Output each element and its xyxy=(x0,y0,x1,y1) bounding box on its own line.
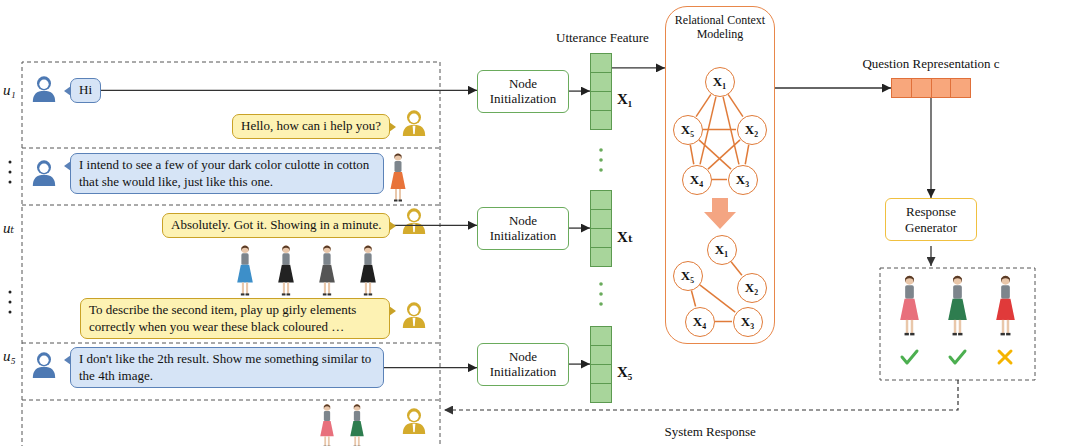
dialogue-panel xyxy=(22,62,440,446)
node-text: X₅ xyxy=(617,364,632,381)
vector-cell xyxy=(590,53,612,73)
vector-cell xyxy=(590,72,612,92)
graph-node-circle: X₅ xyxy=(673,261,703,291)
graph-edge xyxy=(728,94,743,116)
node-initialization-box: Node Initialization xyxy=(477,343,569,386)
node-text: X₃ xyxy=(736,172,749,188)
flow-arrow xyxy=(569,90,590,91)
node-text: Node Initialization xyxy=(481,349,565,380)
ellipsis-dots xyxy=(9,161,12,314)
node-text: Xₜ xyxy=(617,228,633,246)
utterance-index: u₁ xyxy=(3,82,16,99)
result-images xyxy=(900,276,1015,336)
vector-cell xyxy=(950,78,971,98)
node-text: X₂ xyxy=(745,280,758,296)
user-utterance-bubble: I intend to see a few of your dark color… xyxy=(70,153,384,194)
relational-context-modeling-box: Relational Context ModelingX₁ X₂ X₃ X₄ X₅ X₁ X… xyxy=(665,6,775,344)
vector-cell xyxy=(590,91,612,111)
node-text: X₁ xyxy=(713,74,726,90)
utterance-feature-vector: X₅ xyxy=(590,326,612,403)
vector-cell xyxy=(590,190,612,210)
node-text: Response Generator xyxy=(890,204,972,235)
system-utterance-bubble: Hello, how can i help you? xyxy=(232,114,390,139)
system-utterance-bubble: To describe the second item, play up gir… xyxy=(80,298,390,339)
user-utterance-bubble: Hi xyxy=(70,78,101,103)
graph-edge xyxy=(691,290,695,306)
node-text: Question Representation c xyxy=(862,56,999,72)
avatars xyxy=(33,76,425,434)
system-utterance-bubble: Absolutely. Got it. Showing in a minute. xyxy=(162,213,390,238)
node-initialization-box: Node Initialization xyxy=(477,207,569,250)
caption-label: Utterance Feature xyxy=(556,30,649,46)
graph-edge xyxy=(696,94,711,116)
utterance-index: uₜ xyxy=(3,219,14,237)
node-text: X₅ xyxy=(681,122,694,138)
transform-arrow xyxy=(704,198,736,229)
node-text: Relational Context Modeling xyxy=(670,13,770,42)
node-text: I don't like the 2th result. Show me som… xyxy=(79,351,375,384)
node-text: Hello, how can i help you? xyxy=(241,118,381,135)
graph-edge xyxy=(731,262,742,276)
node-text: Node Initialization xyxy=(481,213,565,244)
vector-cell xyxy=(891,78,912,98)
graph-edge xyxy=(708,140,740,169)
graph-node-circle: X₂ xyxy=(737,115,767,145)
graph-edge xyxy=(715,321,732,323)
node-text: Hi xyxy=(79,82,92,99)
graph-node-circle: X₁ xyxy=(707,235,737,265)
node-text: X₁ xyxy=(617,91,632,108)
vector-cell xyxy=(590,110,612,130)
utterance-index: u₅ xyxy=(3,348,16,365)
vector-cell xyxy=(590,364,612,384)
graph-node-circle: X₄ xyxy=(685,307,715,337)
result-box xyxy=(880,268,1035,380)
vector-cell xyxy=(590,345,612,365)
node-text: X₃ xyxy=(741,314,754,330)
vector-cell xyxy=(590,326,612,346)
utterance-feature-vector: X₁ xyxy=(590,53,612,130)
graph-edge xyxy=(703,129,736,131)
graph-node-circle: X₃ xyxy=(728,165,758,195)
vector-cell xyxy=(590,383,612,403)
flow-arrow xyxy=(612,67,665,68)
vector-cell xyxy=(590,247,612,267)
flow-arrow xyxy=(384,367,477,368)
node-text: Node Initialization xyxy=(481,76,565,107)
user-utterance-bubble: I don't like the 2th result. Show me som… xyxy=(70,347,384,388)
graph-edge xyxy=(745,145,749,164)
flow-arrow xyxy=(569,227,590,228)
utterance-feature-vector: Xₜ xyxy=(590,190,612,267)
flow-arrow xyxy=(390,225,477,226)
graph-node-circle: X₂ xyxy=(737,273,767,303)
node-text: X₂ xyxy=(745,122,758,138)
graph-node-circle: X₁ xyxy=(705,67,735,97)
graph-node-circle: X₃ xyxy=(733,307,763,337)
caption-label: System Response xyxy=(665,424,756,440)
graph-edge xyxy=(712,179,727,181)
graph-edge xyxy=(699,140,731,169)
question-representation-vector: Question Representation c xyxy=(891,78,971,98)
node-text: X₁ xyxy=(715,242,728,258)
flow-arrow xyxy=(930,98,931,198)
flow-arrow xyxy=(569,363,590,364)
generator-arrow xyxy=(930,246,931,266)
flow-arrow xyxy=(101,90,477,91)
vector-cell xyxy=(911,78,932,98)
vector-cell xyxy=(590,228,612,248)
node-text: X₄ xyxy=(693,314,706,330)
graph-node-circle: X₄ xyxy=(682,165,712,195)
node-text: I intend to see a few of your dark color… xyxy=(79,157,375,190)
response-generator-box: Response Generator xyxy=(885,198,977,241)
flow-arrow xyxy=(775,87,891,88)
node-text: To describe the second item, play up gir… xyxy=(89,302,381,335)
vector-cell xyxy=(931,78,952,98)
graph-edge xyxy=(690,145,694,164)
node-text: Absolutely. Got it. Showing in a minute. xyxy=(171,217,381,234)
vector-cell xyxy=(590,209,612,229)
result-marks xyxy=(902,351,1011,363)
node-text: X₄ xyxy=(690,172,703,188)
node-text: X₅ xyxy=(681,268,694,284)
graph-node-circle: X₅ xyxy=(673,115,703,145)
node-initialization-box: Node Initialization xyxy=(477,70,569,113)
